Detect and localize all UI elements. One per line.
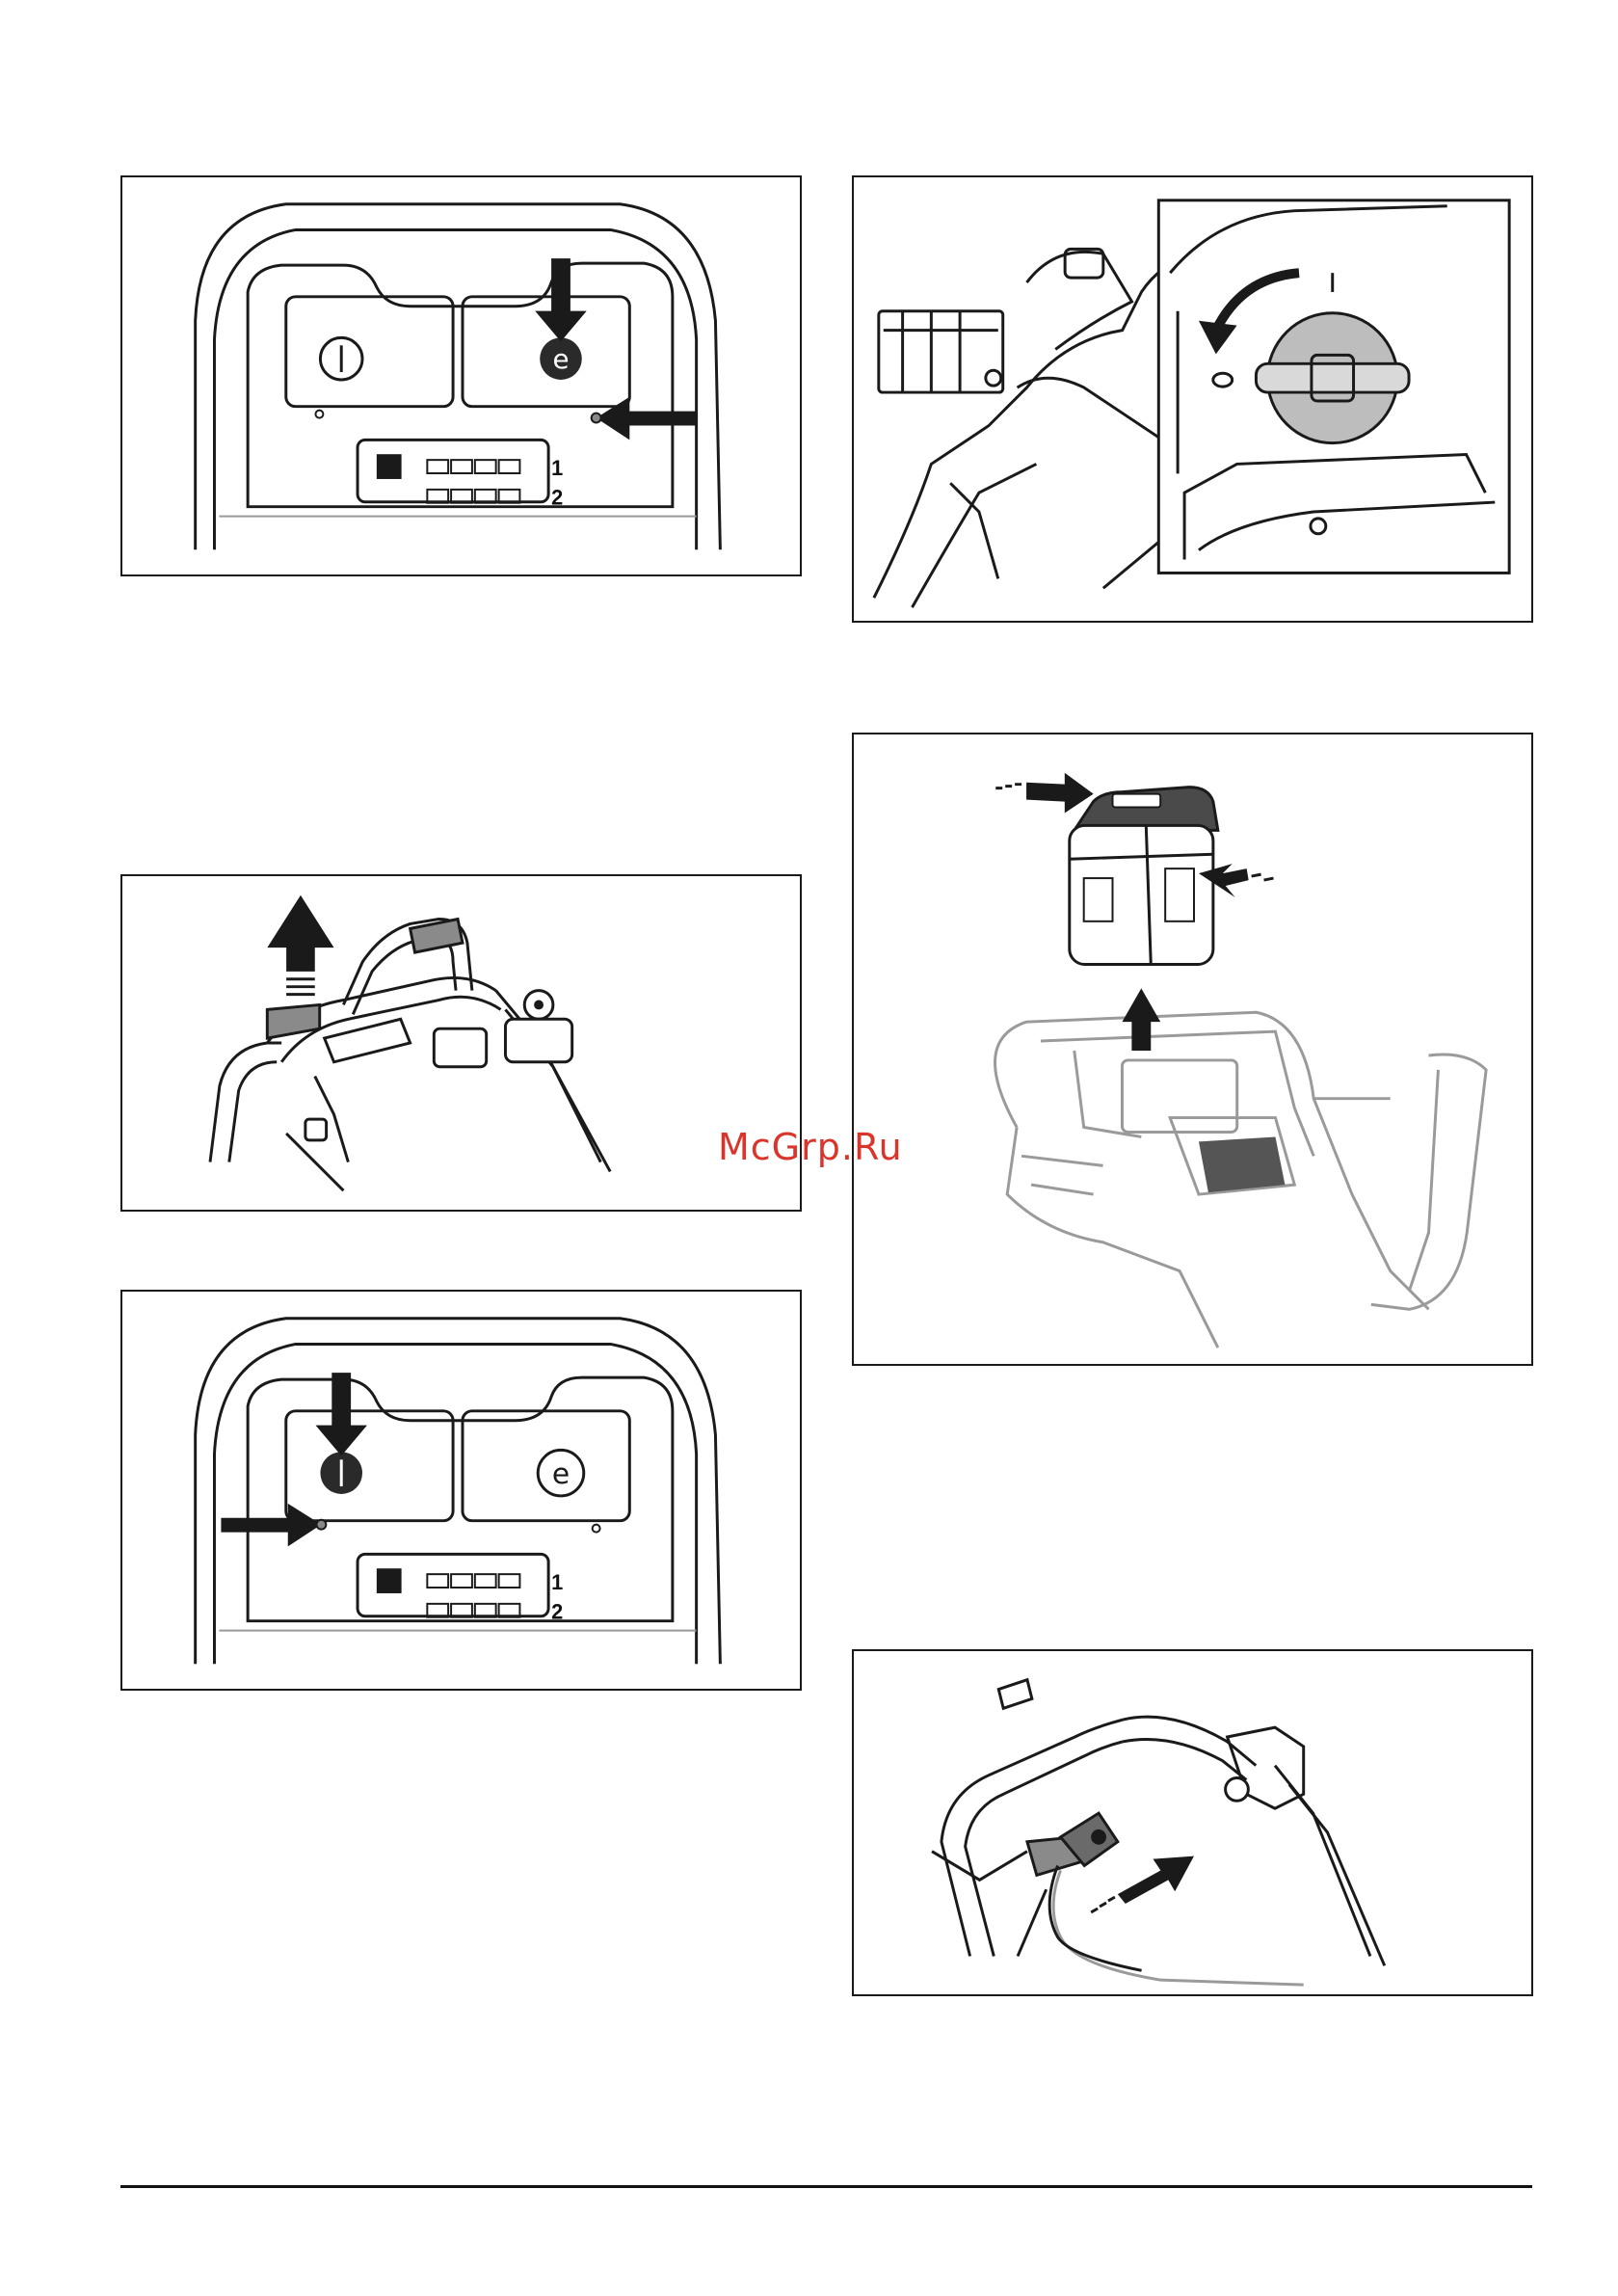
svg-text:e: e (552, 343, 569, 375)
footer-rule (120, 2185, 1532, 2188)
power-icon (320, 337, 362, 380)
battery-icon (1070, 788, 1218, 965)
figure-control-panel-power: e 1 2 (120, 1290, 802, 1691)
eco-icon: e (538, 1450, 584, 1496)
arrow-down-icon (535, 258, 586, 341)
handle-lift-drawing (122, 876, 800, 1210)
battery-removal-drawing (854, 734, 1531, 1364)
key-switch-drawing (854, 177, 1531, 621)
figure-key-switch (852, 175, 1533, 623)
battery-slot-label-1: 1 (551, 456, 563, 480)
arrow-up-icon (1122, 988, 1160, 1051)
arrow-down-icon (315, 1373, 366, 1455)
battery-slot-label-2: 2 (551, 1600, 563, 1624)
control-panel-power-drawing: e 1 2 (122, 1292, 800, 1689)
eco-button-icon: e (540, 337, 582, 380)
arrow-left-icon (597, 397, 697, 441)
arrow-up-icon (267, 895, 333, 995)
figure-battery-removal (852, 733, 1533, 1366)
knob-icon (505, 991, 571, 1062)
power-button-icon (320, 1452, 362, 1494)
figure-control-panel-eco: e 1 2 (120, 175, 802, 576)
battery-slot-label-1: 1 (551, 1570, 563, 1594)
figure-handle-lift (120, 874, 802, 1212)
watermark: McGrp.Ru (718, 1126, 903, 1168)
control-panel-eco-drawing: e 1 2 (122, 177, 800, 574)
arrow-right-icon (1091, 1856, 1194, 1912)
svg-text:e: e (552, 1457, 570, 1491)
arrow-right-icon (221, 1504, 321, 1547)
battery-slot-label-2: 2 (551, 486, 563, 510)
arrow-right-icon (995, 773, 1093, 814)
cable-connect-drawing (854, 1651, 1531, 1994)
figure-cable-connect (852, 1649, 1533, 1996)
